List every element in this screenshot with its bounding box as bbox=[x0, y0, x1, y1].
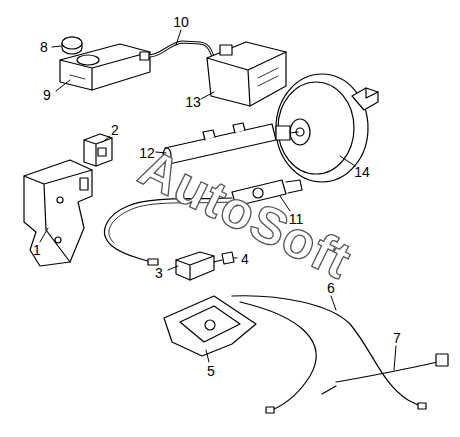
callout-number: 4 bbox=[241, 252, 249, 266]
callout-number: 9 bbox=[43, 88, 51, 102]
callout-number: 6 bbox=[327, 281, 335, 295]
callout-number: 14 bbox=[354, 165, 370, 179]
leader-lines bbox=[40, 30, 396, 370]
sensor bbox=[176, 252, 222, 280]
mounting-bracket bbox=[24, 160, 92, 266]
callout-number: 8 bbox=[40, 40, 48, 54]
fluid-reservoir bbox=[60, 44, 150, 90]
control-module bbox=[84, 134, 112, 166]
callout-number: 11 bbox=[289, 212, 304, 226]
callout-number: 5 bbox=[207, 364, 215, 378]
callout-number: 1 bbox=[33, 243, 41, 257]
hose bbox=[140, 42, 218, 66]
mounting-plate bbox=[164, 296, 256, 356]
callout-number: 13 bbox=[185, 95, 201, 109]
callout-number: 10 bbox=[173, 15, 189, 29]
brake-booster bbox=[276, 74, 378, 182]
wiring-harness bbox=[322, 354, 448, 394]
fluid-reservoir bbox=[207, 42, 286, 106]
callout-number: 2 bbox=[111, 123, 119, 137]
cable bbox=[232, 296, 426, 413]
clip bbox=[222, 252, 234, 264]
reservoir-cap bbox=[62, 37, 82, 54]
callout-number: 7 bbox=[393, 331, 401, 345]
callout-number: 3 bbox=[155, 266, 163, 280]
